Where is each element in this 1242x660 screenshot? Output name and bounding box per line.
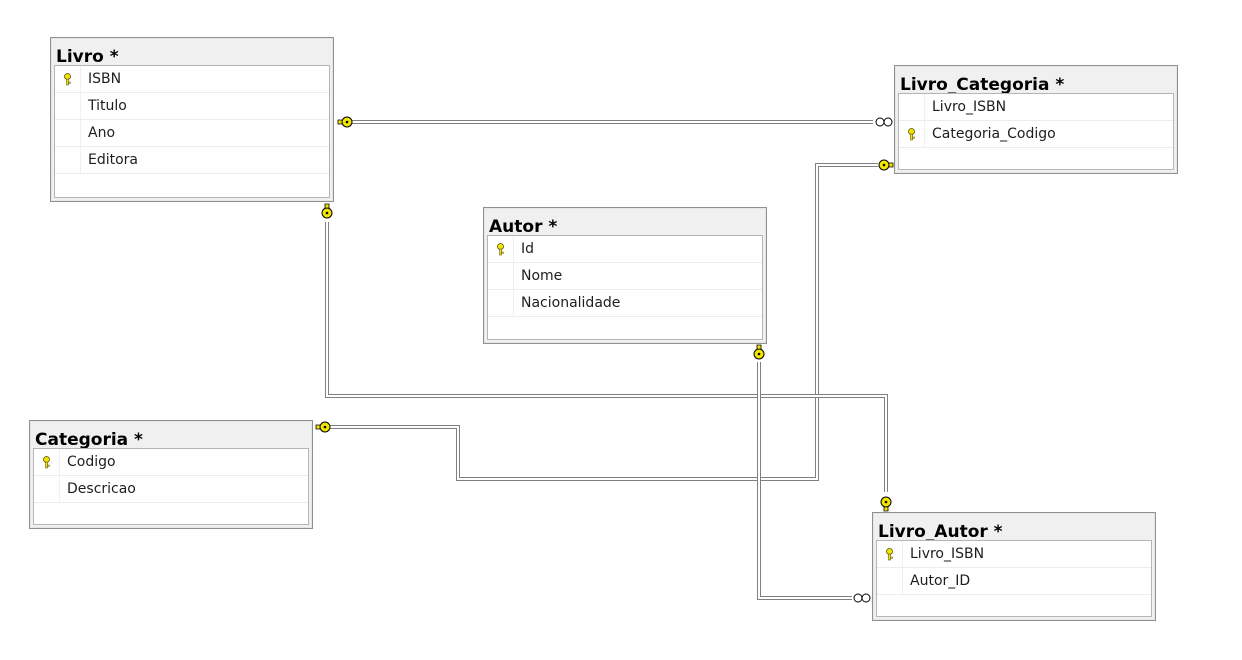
column-row[interactable]: Codigo — [34, 449, 308, 476]
table-autor[interactable]: Autor * Id Nome Nacionalidade — [483, 207, 767, 344]
connector-autor-livroautor[interactable] — [753, 344, 871, 603]
row-selector — [488, 263, 514, 289]
table-columns: Livro_ISBN Categoria_Codigo — [898, 93, 1174, 170]
table-categoria[interactable]: Categoria * Codigo Descricao — [29, 420, 313, 529]
table-columns: ISBN Titulo Ano Editora — [54, 65, 330, 198]
column-name: Nacionalidade — [521, 295, 621, 311]
column-name: ISBN — [88, 71, 122, 87]
connector-livro-livrocategoria[interactable] — [337, 116, 893, 128]
key-icon — [497, 243, 504, 256]
column-row[interactable]: Nome — [488, 263, 762, 290]
key-icon — [43, 456, 50, 469]
table-title: Categoria * — [35, 430, 143, 448]
table-livro-autor[interactable]: Livro_Autor * Livro_ISBN Autor_ID — [872, 512, 1156, 621]
column-row[interactable]: Editora — [55, 147, 329, 174]
one-end-key-icon — [337, 116, 353, 128]
column-row[interactable]: ISBN — [55, 66, 329, 93]
table-title: Livro * — [56, 47, 119, 65]
row-selector — [34, 449, 60, 475]
row-selector — [899, 94, 925, 120]
column-name: Ano — [88, 125, 116, 141]
row-selector — [55, 93, 81, 119]
row-selector — [877, 541, 903, 567]
one-end-key-icon — [753, 344, 765, 360]
column-row[interactable]: Livro_ISBN — [899, 94, 1173, 121]
column-name: Titulo — [88, 98, 127, 114]
column-row[interactable]: Categoria_Codigo — [899, 121, 1173, 148]
table-columns: Codigo Descricao — [33, 448, 309, 525]
column-name: Categoria_Codigo — [932, 126, 1056, 142]
column-row[interactable]: Ano — [55, 120, 329, 147]
row-selector — [55, 66, 81, 92]
table-title: Livro_Categoria * — [900, 75, 1065, 93]
table-livro[interactable]: Livro * ISBN Titulo Ano Editora — [50, 37, 334, 202]
column-row[interactable]: Titulo — [55, 93, 329, 120]
column-name: Id — [521, 241, 535, 257]
column-name: Codigo — [67, 454, 116, 470]
row-selector — [34, 476, 60, 502]
one-end-key-icon — [315, 421, 331, 433]
key-icon — [64, 73, 71, 86]
many-end-infinity-icon — [875, 117, 893, 127]
table-livro-categoria[interactable]: Livro_Categoria * Livro_ISBN Categoria_C… — [894, 65, 1178, 174]
row-selector — [488, 290, 514, 316]
key-icon — [908, 128, 915, 141]
column-name: Editora — [88, 152, 139, 168]
one-end-key-icon — [880, 496, 892, 512]
column-name: Autor_ID — [910, 573, 971, 589]
column-name: Descricao — [67, 481, 136, 497]
column-row[interactable]: Autor_ID — [877, 568, 1151, 595]
connector-categoria-livrocategoria[interactable] — [315, 159, 894, 481]
table-title: Autor * — [489, 217, 558, 235]
row-selector — [55, 120, 81, 146]
column-name: Nome — [521, 268, 563, 284]
key-icon — [886, 548, 893, 561]
table-title: Livro_Autor * — [878, 522, 1003, 540]
row-selector — [488, 236, 514, 262]
table-columns: Id Nome Nacionalidade — [487, 235, 763, 340]
column-name: Livro_ISBN — [932, 99, 1007, 115]
connector-livro-livroautor[interactable] — [321, 203, 892, 512]
column-row[interactable]: Id — [488, 236, 762, 263]
column-row[interactable]: Descricao — [34, 476, 308, 503]
column-row[interactable]: Nacionalidade — [488, 290, 762, 317]
row-selector — [877, 568, 903, 594]
row-selector — [899, 121, 925, 147]
column-name: Livro_ISBN — [910, 546, 985, 562]
table-columns: Livro_ISBN Autor_ID — [876, 540, 1152, 617]
one-end-key-icon — [321, 203, 333, 219]
column-row[interactable]: Livro_ISBN — [877, 541, 1151, 568]
many-end-infinity-icon — [853, 593, 871, 603]
row-selector — [55, 147, 81, 173]
one-end-key-icon — [878, 159, 894, 171]
